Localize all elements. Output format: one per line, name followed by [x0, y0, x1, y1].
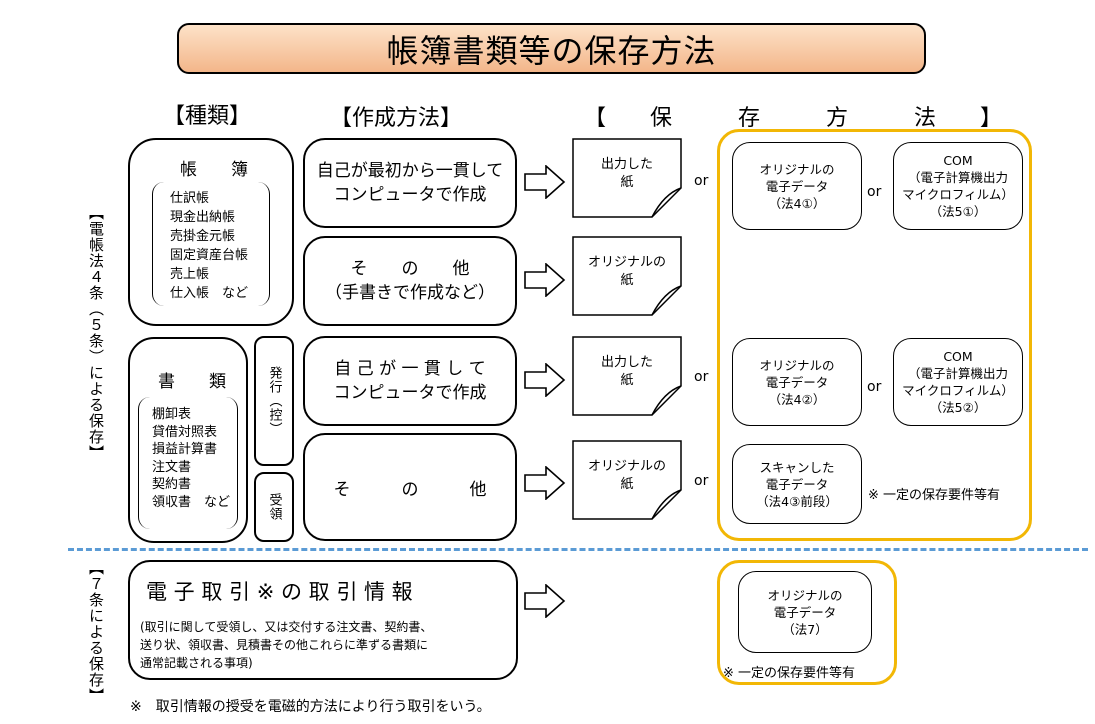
- header-method: 【作成方法】: [330, 106, 463, 131]
- electronic-transaction-desc: (取引に関して受領し、又は交付する注文書、契約書、 送り状、領収書、見積書その他…: [140, 620, 433, 670]
- page-title: 帳簿書類等の保存方法: [177, 23, 926, 74]
- ledger-bracket: [152, 182, 270, 306]
- paper-icon: [572, 440, 682, 520]
- method-box-4: そ の 他: [303, 433, 517, 541]
- paper-icon: [572, 138, 682, 218]
- side-label-law7: 【７条による保存】: [87, 560, 105, 704]
- or-label: or: [694, 369, 709, 385]
- arrow-right-icon: [524, 263, 566, 297]
- ledger-items: 仕訳帳 現金出納帳 売掛金元帳 固定資産台帳 売上帳 仕入帳 など: [170, 191, 249, 301]
- ledger-title: 帳 簿: [180, 160, 248, 180]
- paper-label: 出力した 紙: [600, 157, 653, 190]
- requirement-note: ※ 一定の保存要件等有: [868, 488, 1001, 503]
- storage-highlight-frame: [717, 129, 1032, 541]
- arrow-right-icon: [524, 466, 566, 500]
- paper-icon: [572, 336, 682, 416]
- side-label-law4: 【電帳法４条（５条）による保存】: [87, 205, 105, 461]
- electronic-transaction-box: [128, 560, 518, 680]
- paper-original-2: オリジナルの 紙: [572, 440, 682, 520]
- or-label: or: [694, 173, 709, 189]
- paper-output-1: 出力した 紙: [572, 138, 682, 218]
- storage-original-data-4-2: オリジナルの 電子データ （法4②）: [732, 338, 862, 426]
- paper-icon: [572, 236, 682, 316]
- storage-highlight-frame-law7: [717, 560, 897, 685]
- storage-com-5-1: COM （電子計算機出力 マイクロフィルム） （法5①）: [893, 142, 1023, 230]
- storage-original-data-7: オリジナルの 電子データ （法7）: [738, 571, 872, 653]
- paper-output-2: 出力した 紙: [572, 336, 682, 416]
- issue-label: 発行（控）: [266, 366, 282, 436]
- footnote: ※ 取引情報の授受を電磁的方法により行う取引をいう。: [130, 699, 491, 715]
- or-label: or: [867, 184, 882, 200]
- issue-box: 発行（控）: [254, 336, 294, 466]
- or-label: or: [694, 473, 709, 489]
- receive-box: 受領: [254, 472, 294, 542]
- arrow-right-icon: [524, 363, 566, 397]
- paper-original-1: オリジナルの 紙: [572, 236, 682, 316]
- paper-label: オリジナルの 紙: [587, 255, 666, 288]
- method-box-1: 自己が最初から一貫して コンピュータで作成: [303, 138, 517, 228]
- header-storage: 【 保 存 方 法 】: [584, 106, 1003, 131]
- documents-title: 書 類: [158, 372, 226, 392]
- documents-group: [128, 337, 248, 543]
- paper-label: 出力した 紙: [600, 355, 653, 388]
- storage-com-5-2: COM （電子計算機出力 マイクロフィルム） （法5②）: [893, 338, 1023, 426]
- requirement-note-law7: ※ 一定の保存要件等有: [723, 666, 856, 681]
- paper-label: オリジナルの 紙: [587, 459, 666, 492]
- electronic-transaction-title: 電 子 取 引 ※ の 取 引 情 報: [146, 580, 413, 604]
- header-kind: 【種類】: [163, 104, 252, 129]
- arrow-right-icon: [524, 584, 566, 618]
- documents-items: 棚卸表 貸借対照表 損益計算書 注文書 契約書 領収書 など: [152, 407, 231, 510]
- section-divider: [68, 548, 1088, 551]
- or-label: or: [867, 379, 882, 395]
- arrow-right-icon: [524, 165, 566, 199]
- method-box-2: そ の 他 （手書きで作成など）: [303, 236, 517, 326]
- receive-label: 受領: [266, 493, 282, 521]
- method-box-3: 自 己 が 一 貫 し て コンピュータで作成: [303, 336, 517, 426]
- storage-scanned-data: スキャンした 電子データ （法4③前段）: [732, 444, 862, 524]
- storage-original-data-4-1: オリジナルの 電子データ （法4①）: [732, 142, 862, 230]
- documents-bracket: [138, 397, 238, 529]
